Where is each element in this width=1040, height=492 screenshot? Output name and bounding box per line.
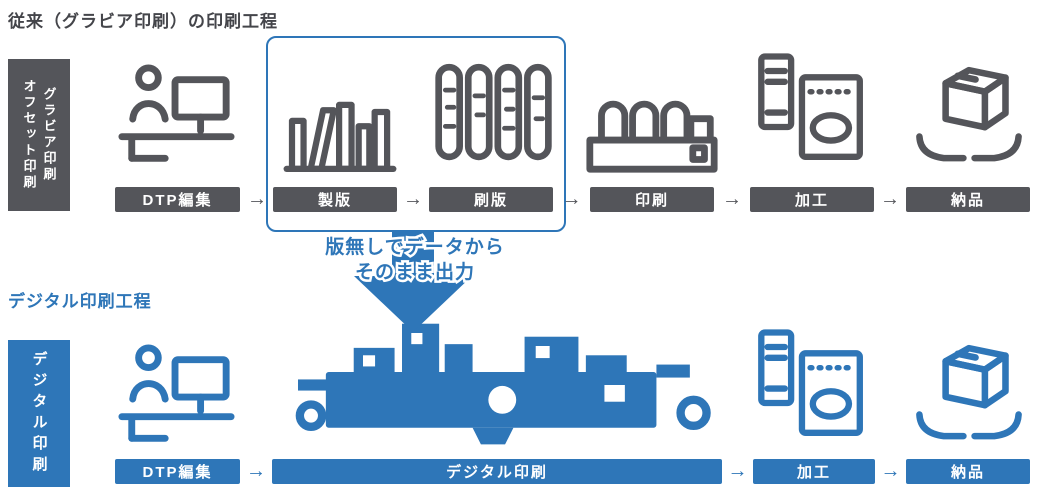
- printing-plate-icon: [432, 50, 556, 176]
- step-dtp-editing: DTP編集: [115, 187, 240, 212]
- delivery-icon: [908, 58, 1030, 174]
- down-arrow: [354, 232, 472, 332]
- plate-making-icon: [282, 80, 398, 176]
- digital-process-title: デジタル印刷工程: [8, 292, 152, 311]
- digital-side-label: デジタル印刷: [8, 340, 70, 487]
- flow-arrow: →: [403, 188, 423, 210]
- flow-arrow: →: [727, 460, 748, 482]
- step-printing-plate: 刷版: [429, 187, 553, 212]
- step-delivery: 納品: [906, 187, 1030, 212]
- side-label-digital-printing: デジタル印刷: [30, 350, 48, 477]
- step-plate-making: 製版: [273, 187, 397, 212]
- step-printing: 印刷: [590, 187, 714, 212]
- annotation-line1: 版無しでデータから: [325, 237, 505, 258]
- step-processing: 加工: [753, 459, 875, 484]
- step-digital-printing: デジタル印刷: [272, 459, 722, 484]
- step-processing: 加工: [750, 187, 874, 212]
- annotation-line2: そのまま出力: [354, 262, 475, 283]
- traditional-side-label: オフセット印刷 グラビア印刷: [8, 59, 70, 211]
- side-label-gravure-printing: グラビア印刷: [41, 87, 57, 183]
- no-plate-annotation: 版無しでデータから 版無しでデータから そのまま出力 そのまま出力: [295, 235, 535, 286]
- plate-steps-highlight-outline: [266, 36, 566, 232]
- flow-arrow: →: [880, 460, 901, 482]
- step-delivery: 納品: [906, 459, 1030, 484]
- traditional-process-title: 従来（グラビア印刷）の印刷工程: [8, 12, 278, 31]
- dtp-editing-icon: [112, 342, 240, 460]
- side-label-offset-printing: オフセット印刷: [21, 79, 37, 191]
- flow-arrow: →: [561, 188, 582, 210]
- processing-icon: [752, 328, 870, 450]
- flow-arrow: →: [722, 188, 742, 210]
- annotation-line2-outline: そのまま出力: [352, 260, 476, 286]
- printing-press-icon: [584, 70, 720, 179]
- flow-arrow: →: [880, 188, 900, 210]
- delivery-icon: [908, 336, 1030, 452]
- flow-arrow: →: [246, 460, 266, 482]
- annotation-line1-outline: 版無しでデータから: [323, 235, 506, 261]
- digital-press-icon: [292, 320, 720, 450]
- step-dtp-editing: DTP編集: [115, 459, 240, 484]
- dtp-editing-icon: [112, 62, 240, 180]
- processing-icon: [752, 52, 870, 174]
- flow-arrow: →: [247, 188, 267, 210]
